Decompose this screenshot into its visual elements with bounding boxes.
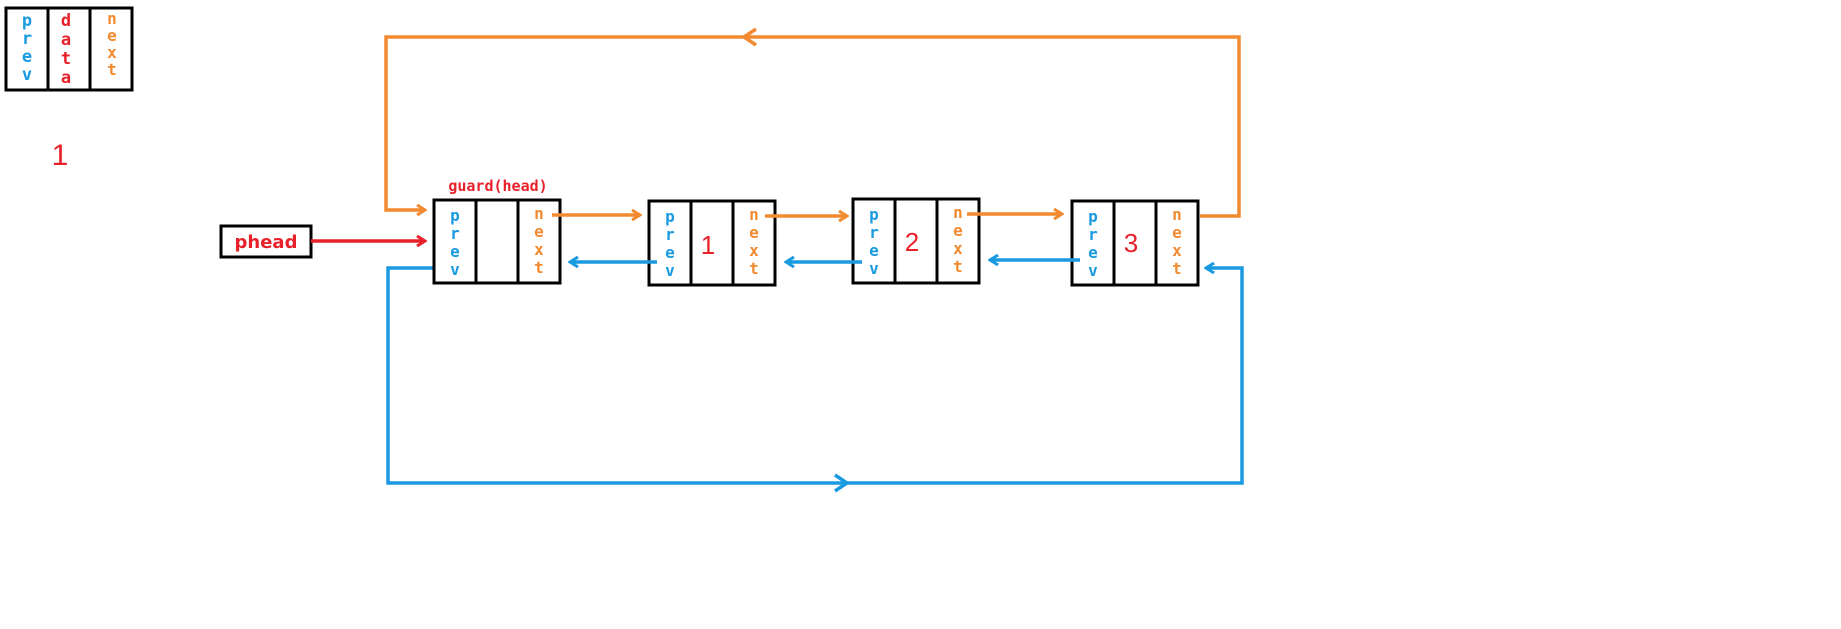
tail-next-loop-arrow (384, 27, 1241, 218)
head-prev-loop-arrow (386, 268, 1244, 493)
node-2-value: 2 (905, 227, 919, 257)
guard-label: guard(head) (448, 177, 547, 195)
node-3-value: 3 (1124, 228, 1138, 258)
phead-pointer: phead (219, 224, 313, 259)
phead-label: phead (235, 232, 298, 253)
legend-example-value: 1 (52, 139, 69, 172)
node-1-value: 1 (701, 230, 715, 260)
